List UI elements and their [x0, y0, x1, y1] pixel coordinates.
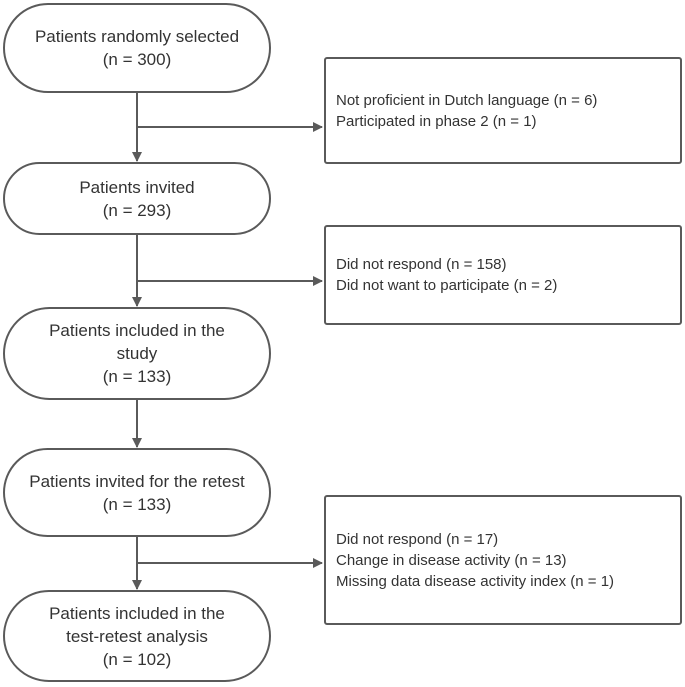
- exclusion-line: Did not want to participate (n = 2): [336, 277, 558, 294]
- step-line: Patients invited for the retest: [29, 471, 245, 491]
- exclusion-line: Change in disease activity (n = 13): [336, 551, 567, 569]
- step-line: Patients randomly selected: [34, 27, 240, 46]
- exclusion-box-2: Did not respond (n = 158) Did not want t…: [324, 225, 682, 325]
- step-count: (n = 300): [102, 50, 172, 69]
- step-count: (n = 102): [102, 649, 172, 669]
- step-line: Patients invited: [79, 177, 195, 197]
- step-count: (n = 133): [102, 494, 172, 514]
- step-line: Patients included in the: [49, 603, 225, 623]
- step-included-study: Patients included in the study (n = 133): [3, 307, 271, 400]
- step-invited: Patients invited (n = 293): [3, 162, 271, 235]
- step-count: (n = 133): [102, 367, 172, 386]
- exclusion-box-1: Not proficient in Dutch language (n = 6)…: [324, 57, 682, 164]
- exclusion-line: Participated in phase 2 (n = 1): [336, 112, 537, 130]
- step-included-retest-analysis: Patients included in the test-retest ana…: [3, 590, 271, 682]
- step-count: (n = 293): [102, 200, 172, 220]
- exclusion-line: Not proficient in Dutch language (n = 6): [336, 91, 598, 109]
- step-line: study: [116, 344, 158, 363]
- step-invited-retest: Patients invited for the retest (n = 133…: [3, 448, 271, 537]
- exclusion-box-3: Did not respond (n = 17) Change in disea…: [324, 495, 682, 625]
- exclusion-line: Did not respond (n = 17): [336, 530, 499, 548]
- exclusion-line: Did not respond (n = 158): [336, 256, 507, 273]
- step-line: Patients included in the: [49, 321, 225, 340]
- exclusion-line: Missing data disease activity index (n =…: [336, 572, 615, 590]
- step-randomly-selected: Patients randomly selected (n = 300): [3, 3, 271, 93]
- step-line: test-retest analysis: [66, 626, 208, 646]
